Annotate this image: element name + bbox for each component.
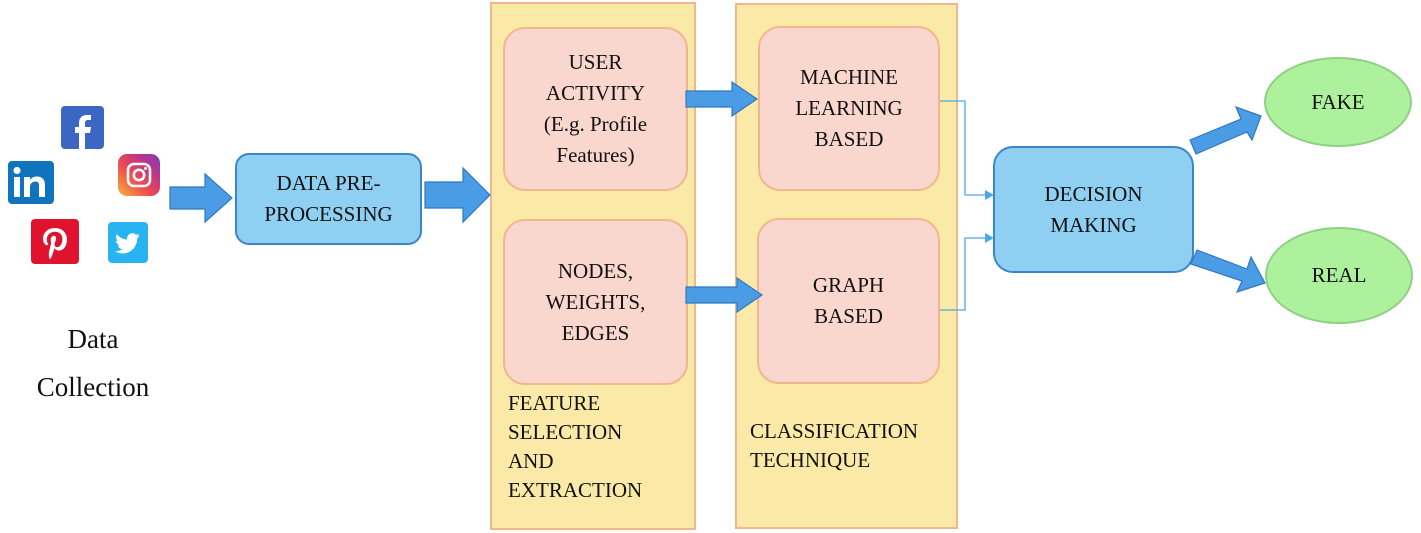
arrow-decision-to-real [1190,249,1266,293]
user-activity-box: USER ACTIVITY (E.g. Profile Features) [503,27,688,191]
arrow-collection-to-preprocess [169,172,233,224]
facebook-icon [61,106,104,149]
real-output: REAL [1265,227,1413,324]
arrow-decision-to-fake [1189,105,1262,155]
arrow-nodes-to-graph [685,276,764,314]
feature-selection-label: FEATURE SELECTION AND EXTRACTION [508,391,643,502]
linkedin-icon [8,161,54,204]
nodes-weights-edges-box: NODES, WEIGHTS, EDGES [503,219,688,385]
machine-learning-box: MACHINE LEARNING BASED [758,26,940,191]
data-collection-label: Data Collection [36,324,150,402]
arrow-preprocess-to-features [424,166,491,224]
twitter-icon [108,222,148,263]
instagram-icon [118,154,160,196]
decision-making-box: DECISION MAKING [993,146,1194,273]
connector-graph-to-decision [940,237,985,311]
fake-output: FAKE [1264,57,1412,147]
connector-ml-to-decision [940,100,985,196]
arrow-activity-to-ml [685,80,759,118]
graph-based-box: GRAPH BASED [757,218,940,384]
data-preprocessing-box: DATA PRE- PROCESSING [235,153,422,245]
classification-label: CLASSIFICATION TECHNIQUE [750,419,919,472]
pinterest-icon [31,219,79,264]
